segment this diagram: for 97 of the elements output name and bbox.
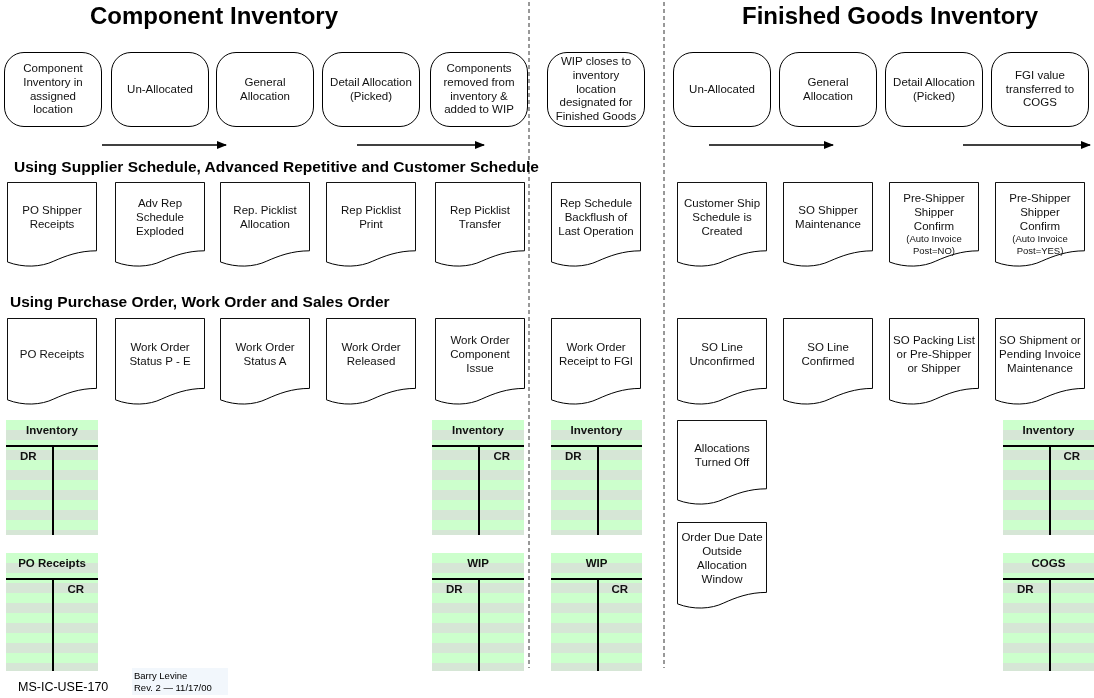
document-shape (995, 182, 1085, 268)
state-box (885, 52, 983, 127)
node-text: Pre-Shipper Shipper Confirm (1008, 192, 1072, 234)
document-shape (677, 420, 767, 506)
t-account (432, 420, 524, 535)
node-text: SO Shipper Maintenance (794, 204, 862, 232)
account-title: WIP (467, 557, 489, 571)
node-text: Work Order Status P - E (128, 341, 192, 369)
note-text: (Auto Invoice Post=NO) (905, 233, 963, 257)
section-title: Component Inventory (90, 2, 338, 30)
document-shape (435, 318, 525, 406)
debit-credit-label: DR (20, 450, 37, 464)
account-title: COGS (1031, 557, 1066, 571)
state-box (111, 52, 209, 127)
t-account (551, 420, 642, 535)
state-box (216, 52, 314, 127)
node-text: SO Packing List or Pre-Shipper or Shipper (893, 334, 975, 376)
document-shape (115, 318, 205, 406)
state-box (4, 52, 102, 127)
account-title: WIP (585, 557, 608, 571)
state-box (430, 52, 528, 127)
account-title: Inventory (1022, 424, 1075, 438)
document-shape (220, 318, 310, 406)
node-text: Detail Allocation (Picked) (892, 75, 976, 104)
state-box (547, 52, 645, 127)
node-text: SO Shipment or Pending Invoice Maintenance (999, 334, 1081, 376)
node-text: WIP closes to inventory location designated for Finished Goods (554, 55, 638, 124)
document-shape (326, 182, 416, 268)
account-title: Inventory (452, 424, 504, 438)
node-text: Pre-Shipper Shipper Confirm (902, 192, 966, 234)
node-text: Work Order Receipt to FGI (557, 341, 635, 369)
document-shape (677, 522, 767, 610)
node-text: Customer Ship Schedule is Created (682, 197, 762, 239)
row-heading: Using Purchase Order, Work Order and Sales Order (10, 293, 390, 311)
t-account (1003, 420, 1094, 535)
node-text: General Allocation (239, 75, 291, 104)
node-text: Components removed from inventory & added to WIP (442, 61, 516, 118)
document-shape (551, 318, 641, 406)
debit-credit-label: DR (446, 583, 463, 597)
revision-note: Rev. 2 — 11/17/00 (134, 682, 212, 693)
node-text: Work Order Component Issue (449, 334, 511, 376)
debit-credit-label: CR (611, 583, 628, 597)
node-text: PO Receipts (19, 348, 85, 362)
node-text: Detail Allocation (Picked) (329, 75, 413, 104)
state-box (779, 52, 877, 127)
node-text: General Allocation (802, 75, 854, 104)
node-text: Order Due Date Outside Allocation Window (681, 531, 763, 587)
node-text: Allocations Turned Off (693, 442, 751, 470)
document-shape (889, 318, 979, 406)
node-text: PO Shipper Receipts (21, 204, 83, 232)
document-shape (115, 182, 205, 268)
node-text: Adv Rep Schedule Exploded (135, 197, 185, 239)
debit-credit-label: CR (67, 583, 84, 597)
note-text: (Auto Invoice Post=YES) (1011, 233, 1069, 257)
document-shape (677, 318, 767, 406)
t-account (6, 553, 98, 671)
t-account (432, 553, 524, 671)
section-title: Finished Goods Inventory (742, 2, 1039, 30)
t-account (1003, 553, 1094, 671)
state-box (673, 52, 771, 127)
node-text: FGI value transferred to COGS (1004, 68, 1076, 111)
node-text: Work Order Released (340, 341, 402, 369)
account-title: Inventory (570, 424, 623, 438)
author-note: Barry Levine (134, 670, 188, 681)
node-text: Rep Picklist Print (339, 204, 403, 232)
node-text: Component Inventory in assigned location (22, 61, 84, 118)
document-shape (7, 318, 97, 406)
node-text: Rep Schedule Backflush of Last Operation (557, 197, 635, 239)
document-shape (435, 182, 525, 268)
node-text: Work Order Status A (234, 341, 296, 369)
node-text: SO Line Confirmed (800, 341, 856, 369)
document-shape (889, 182, 979, 268)
document-shape (551, 182, 641, 268)
document-shape (677, 182, 767, 268)
node-text: Un-Allocated (127, 82, 193, 97)
document-number: MS-IC-USE-170 (18, 680, 109, 694)
document-shape (783, 182, 873, 268)
document-shape (220, 182, 310, 268)
debit-credit-label: CR (493, 450, 510, 464)
debit-credit-label: DR (565, 450, 582, 464)
document-shape (326, 318, 416, 406)
document-shape (783, 318, 873, 406)
document-shape (995, 318, 1085, 406)
document-shape (7, 182, 97, 268)
t-account (551, 553, 642, 671)
debit-credit-label: DR (1017, 583, 1034, 597)
node-text: Rep. Picklist Allocation (232, 204, 298, 232)
node-text: Un-Allocated (689, 82, 755, 97)
t-account (6, 420, 98, 535)
account-title: Inventory (26, 424, 78, 438)
state-box (991, 52, 1089, 127)
row-heading: Using Supplier Schedule, Advanced Repetitive and Customer Schedule (14, 158, 539, 176)
debit-credit-label: CR (1063, 450, 1080, 464)
account-title: PO Receipts (18, 557, 86, 571)
node-text: Rep Picklist Transfer (448, 204, 512, 232)
state-box (322, 52, 420, 127)
node-text: SO Line Unconfirmed (688, 341, 756, 369)
